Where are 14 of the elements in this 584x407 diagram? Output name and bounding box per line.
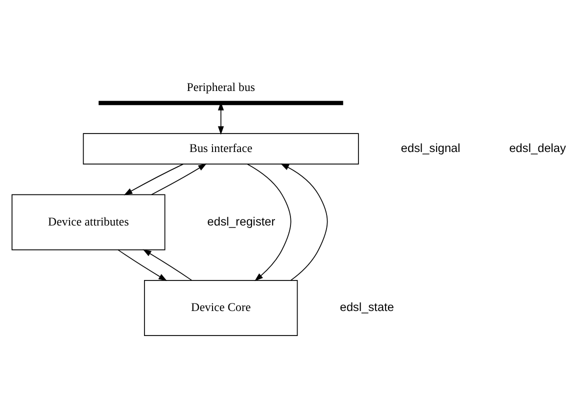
node-box: Bus interface bbox=[82, 132, 359, 164]
node-box: Device Core bbox=[144, 280, 298, 336]
arrow bbox=[280, 163, 328, 280]
node-text: Peripheral bus bbox=[186, 79, 256, 94]
label: edsl_register bbox=[207, 214, 276, 228]
label: edsl_delay bbox=[509, 140, 566, 154]
node-box: Device attributes bbox=[12, 194, 166, 250]
arrow bbox=[142, 248, 192, 280]
arrow bbox=[151, 163, 207, 194]
arrow bbox=[118, 249, 168, 280]
label: edsl_state bbox=[340, 300, 394, 314]
arrow bbox=[247, 163, 292, 281]
arrow bbox=[124, 163, 184, 195]
label: edsl_signal bbox=[400, 140, 460, 154]
